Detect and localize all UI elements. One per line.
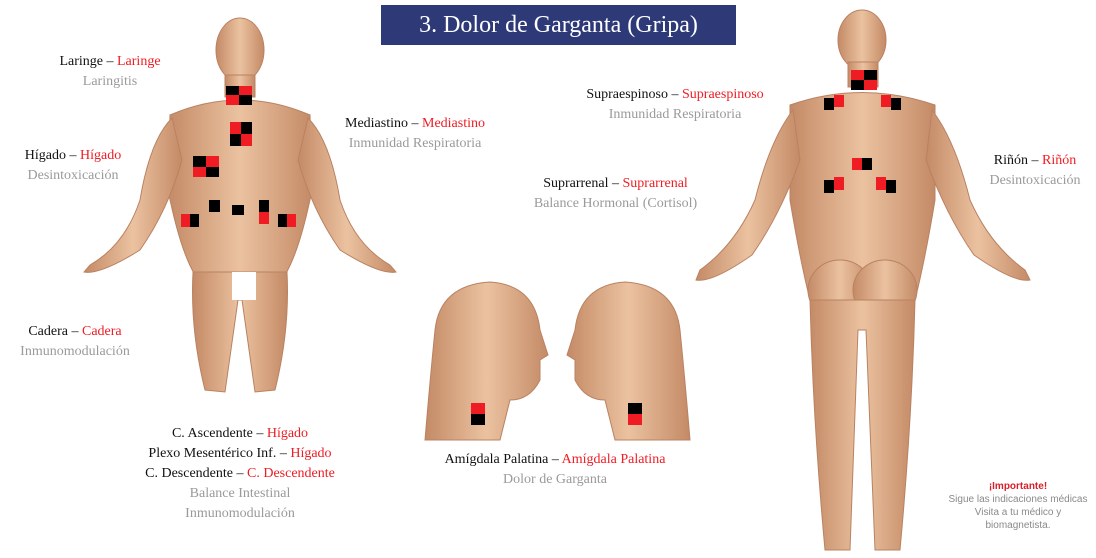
- label-amigdala: Amígdala Palatina – Amígdala Palatina Do…: [420, 450, 690, 490]
- marker-black: [190, 214, 199, 227]
- marker-red: [230, 122, 241, 134]
- head-profile-left: [425, 282, 548, 440]
- marker-red: [834, 95, 844, 107]
- marker-red: [876, 177, 886, 190]
- marker-red: [851, 70, 864, 80]
- marker-red: [241, 134, 252, 146]
- note-line: biomagnetista.: [933, 519, 1096, 532]
- marker-red: [864, 80, 877, 90]
- marker-red: [259, 212, 269, 224]
- label-higado: Hígado – Hígado Desintoxicación: [8, 146, 138, 186]
- page-title: 3. Dolor de Garganta (Gripa): [381, 5, 736, 45]
- marker-black: [886, 180, 896, 193]
- marker-black: [278, 214, 287, 227]
- marker-black: [232, 205, 244, 215]
- marker-black: [864, 70, 877, 80]
- marker-red: [881, 95, 891, 107]
- label-rinon: Riñón – Riñón Desintoxicación: [975, 151, 1095, 191]
- marker-red: [193, 167, 206, 177]
- marker-red: [471, 403, 485, 414]
- marker-black: [824, 180, 834, 193]
- marker-red: [226, 95, 239, 105]
- label-cadera: Cadera – Cadera Inmunomodulación: [5, 322, 145, 362]
- marker-black: [862, 158, 872, 170]
- label-colon-group: C. Ascendente – Hígado Plexo Mesentérico…: [110, 424, 370, 524]
- label-supraespinoso: Supraespinoso – Supraespinoso Inmunidad …: [560, 85, 790, 125]
- label-suprarrenal: Suprarrenal – Suprarrenal Balance Hormon…: [508, 174, 723, 214]
- marker-black: [851, 80, 864, 90]
- marker-black: [239, 95, 252, 105]
- note-line: Visita a tu médico y: [933, 506, 1096, 519]
- label-mediastino: Mediastino – Mediastino Inmunidad Respir…: [325, 114, 505, 154]
- marker-red: [181, 214, 190, 227]
- marker-red: [852, 158, 862, 170]
- marker-black: [206, 167, 219, 177]
- marker-red: [206, 156, 219, 167]
- marker-black: [193, 156, 206, 167]
- marker-red: [834, 177, 844, 190]
- marker-black: [824, 98, 834, 110]
- marker-red: [628, 414, 642, 425]
- marker-black: [471, 414, 485, 425]
- marker-black: [259, 200, 269, 212]
- important-note: ¡Importante! Sigue las indicaciones médi…: [933, 480, 1096, 532]
- marker-black: [209, 200, 220, 212]
- marker-black: [628, 403, 642, 414]
- marker-black: [241, 122, 252, 134]
- marker-black: [891, 98, 901, 110]
- label-laringe: Laringe – Laringe Laringitis: [40, 52, 180, 92]
- note-heading: ¡Importante!: [933, 480, 1096, 493]
- censor-box: [232, 272, 256, 300]
- note-line: Sigue las indicaciones médicas: [933, 493, 1096, 506]
- marker-red: [287, 214, 296, 227]
- marker-black: [230, 134, 241, 146]
